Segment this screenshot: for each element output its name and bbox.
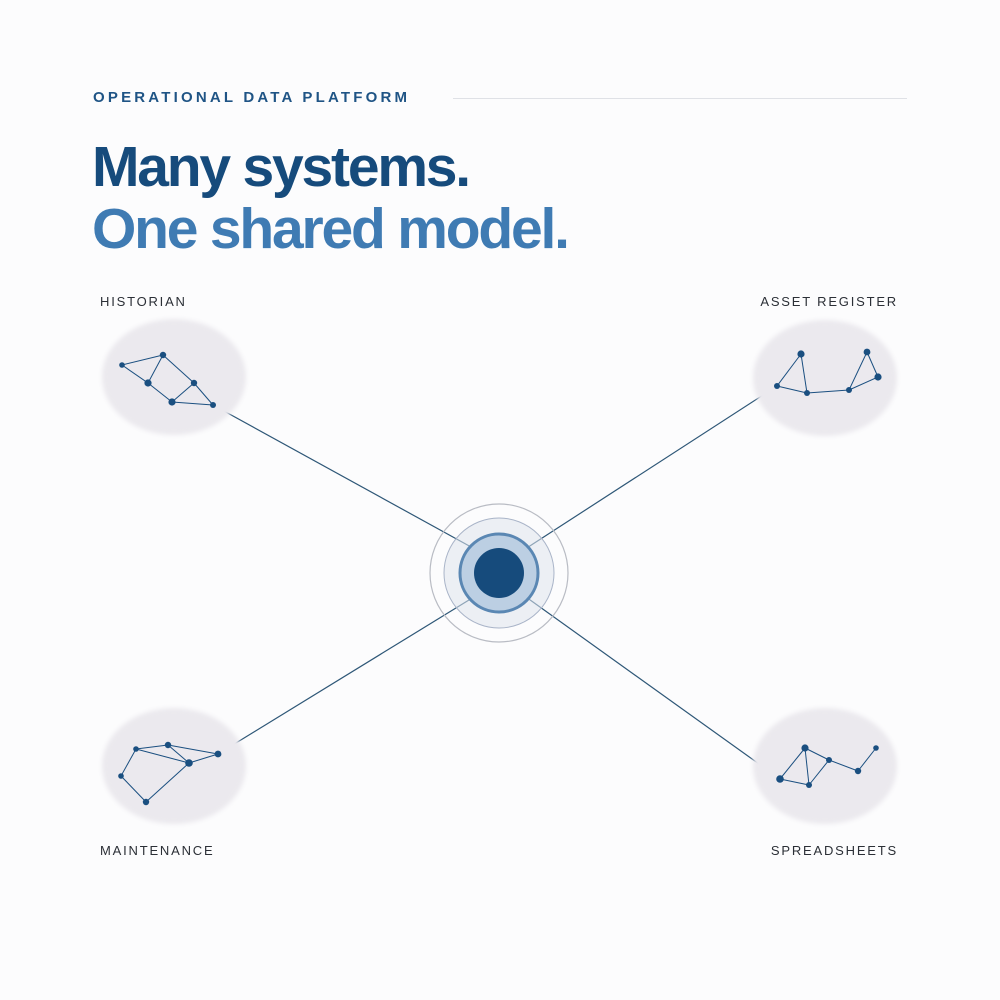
asset-register-blob <box>753 320 897 436</box>
connector-asset-register <box>518 385 778 554</box>
historian-blob <box>102 319 246 435</box>
eyebrow-label: OPERATIONAL DATA PLATFORM <box>93 89 411 106</box>
concentric-rings-hub-icon <box>429 503 569 643</box>
connector-spreadsheets <box>518 591 781 780</box>
spreadsheets-blob <box>753 708 897 824</box>
connectors <box>212 385 781 780</box>
headline: Many systems. One shared model. <box>92 135 570 261</box>
node-graph-icon <box>774 348 882 396</box>
label-asset-register: ASSET REGISTER <box>760 294 898 309</box>
headline-line-2: One shared model. <box>92 197 570 261</box>
node-graph-icon <box>118 741 222 806</box>
asset-register-cluster <box>753 320 897 436</box>
connector-historian <box>212 404 483 554</box>
connector-maintenance <box>217 591 483 755</box>
label-historian: HISTORIAN <box>100 294 187 309</box>
historian-cluster <box>102 319 246 435</box>
label-maintenance: MAINTENANCE <box>100 843 215 858</box>
headline-line-1: Many systems. <box>92 135 471 199</box>
label-spreadsheets: SPREADSHEETS <box>770 843 898 858</box>
spreadsheets-cluster <box>753 708 897 824</box>
maintenance-cluster <box>102 708 246 824</box>
maintenance-blob <box>102 708 246 824</box>
eyebrow-divider <box>453 98 907 99</box>
node-graph-icon <box>119 351 216 408</box>
node-graph-icon <box>776 744 879 788</box>
